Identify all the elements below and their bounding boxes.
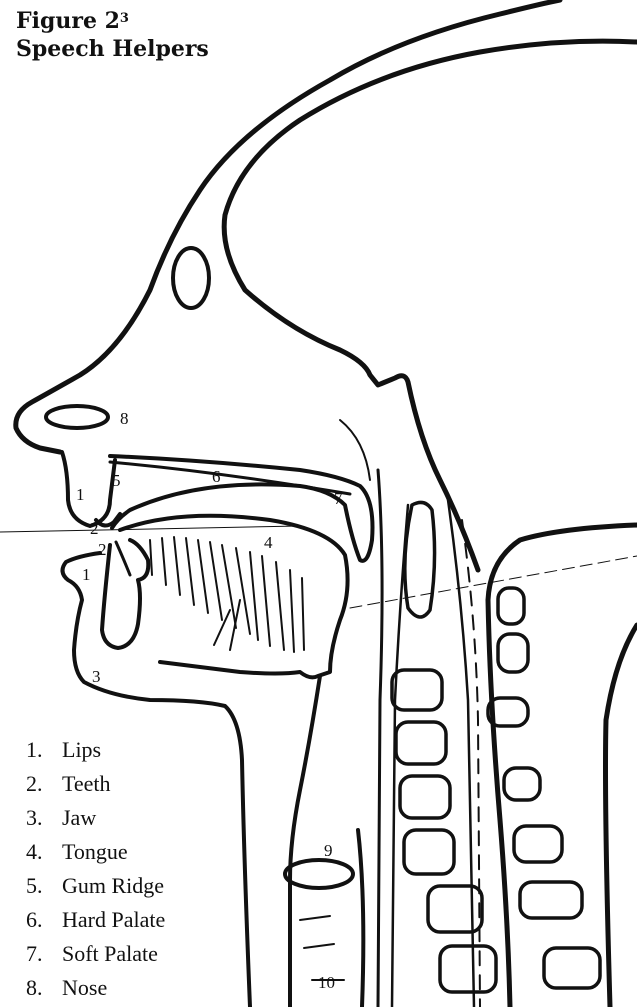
eye-socket xyxy=(173,248,209,308)
vertebra xyxy=(428,886,482,932)
legend-label: Jaw xyxy=(62,805,96,830)
horizontal-guide-line xyxy=(0,526,300,532)
palate-inner-line xyxy=(110,462,350,494)
callout-gum-ridge: 5 xyxy=(112,471,121,490)
upper-lip-outline xyxy=(62,452,115,526)
callout-tongue: 4 xyxy=(264,533,273,552)
vertebra xyxy=(392,670,442,710)
soft-palate-back xyxy=(340,420,370,480)
legend-number: 1. xyxy=(26,733,62,767)
legend-label: Nose xyxy=(62,975,107,1000)
legend-item: 4.Tongue xyxy=(26,835,165,869)
legend-label: Gum Ridge xyxy=(62,873,164,898)
legend-list: 1.Lips 2.Teeth 3.Jaw 4.Tongue 5.Gum Ridg… xyxy=(26,733,165,1005)
nostril xyxy=(46,406,108,428)
skull-outer-outline xyxy=(16,0,560,452)
figure-title-superscript: 3 xyxy=(120,11,129,26)
legend-number: 5. xyxy=(26,869,62,903)
neck-right-edge xyxy=(606,625,637,1007)
callout-lips-lower: 1 xyxy=(82,565,91,584)
legend-label: Tongue xyxy=(62,839,128,864)
legend-item: 3.Jaw xyxy=(26,801,165,835)
skull-inner-outline xyxy=(224,41,637,570)
vertebra xyxy=(440,946,496,992)
callout-soft-palate: 7 xyxy=(334,489,343,508)
callout-nose: 8 xyxy=(120,409,129,428)
legend-number: 6. xyxy=(26,903,62,937)
pharynx-back-wall xyxy=(378,470,382,1007)
legend-number: 4. xyxy=(26,835,62,869)
hyoid-ring xyxy=(285,860,353,888)
legend-item: 7.Soft Palate xyxy=(26,937,165,971)
trachea-marks xyxy=(300,916,344,980)
lower-tooth-edge xyxy=(116,542,130,575)
legend-label: Teeth xyxy=(62,771,111,796)
diagonal-guide-line xyxy=(350,556,637,608)
callout-lips-upper: 1 xyxy=(76,485,85,504)
legend-label: Lips xyxy=(62,737,101,762)
vertebra xyxy=(405,502,435,617)
callout-teeth-upper: 2 xyxy=(90,519,99,538)
neck-back-outline xyxy=(488,525,637,1007)
vertebra xyxy=(396,722,446,764)
callout-9: 9 xyxy=(324,841,333,860)
tongue-outline xyxy=(120,516,348,678)
legend-number: 2. xyxy=(26,767,62,801)
vertebra xyxy=(400,776,450,818)
spinous-process xyxy=(514,826,562,862)
lower-teeth-outline xyxy=(102,540,148,648)
legend-label: Hard Palate xyxy=(62,907,165,932)
figure-title: Figure 23 xyxy=(16,8,129,34)
figure-subtitle: Speech Helpers xyxy=(16,36,209,62)
legend-item: 1.Lips xyxy=(26,733,165,767)
legend-label: Soft Palate xyxy=(62,941,158,966)
legend-number: 3. xyxy=(26,801,62,835)
callout-hard-palate: 6 xyxy=(212,467,221,486)
spinous-process xyxy=(544,948,600,988)
legend-number: 7. xyxy=(26,937,62,971)
callout-jaw: 3 xyxy=(92,667,101,686)
callout-teeth-lower: 2 xyxy=(98,540,107,559)
pharynx-front-wall xyxy=(290,676,320,1007)
spinous-process xyxy=(498,588,524,624)
legend-item: 5.Gum Ridge xyxy=(26,869,165,903)
spinous-process xyxy=(498,634,528,672)
legend-item: 2.Teeth xyxy=(26,767,165,801)
spine-dashed-line xyxy=(462,520,480,1007)
vertebra xyxy=(404,830,454,874)
spinous-process xyxy=(504,768,540,800)
legend-item: 8.Nose xyxy=(26,971,165,1005)
figure-title-text: Figure 2 xyxy=(16,8,120,34)
larynx-right-wall xyxy=(358,830,363,1007)
legend-number: 8. xyxy=(26,971,62,1005)
spinous-process xyxy=(520,882,582,918)
callout-10: 10 xyxy=(318,973,335,992)
legend-item: 6.Hard Palate xyxy=(26,903,165,937)
